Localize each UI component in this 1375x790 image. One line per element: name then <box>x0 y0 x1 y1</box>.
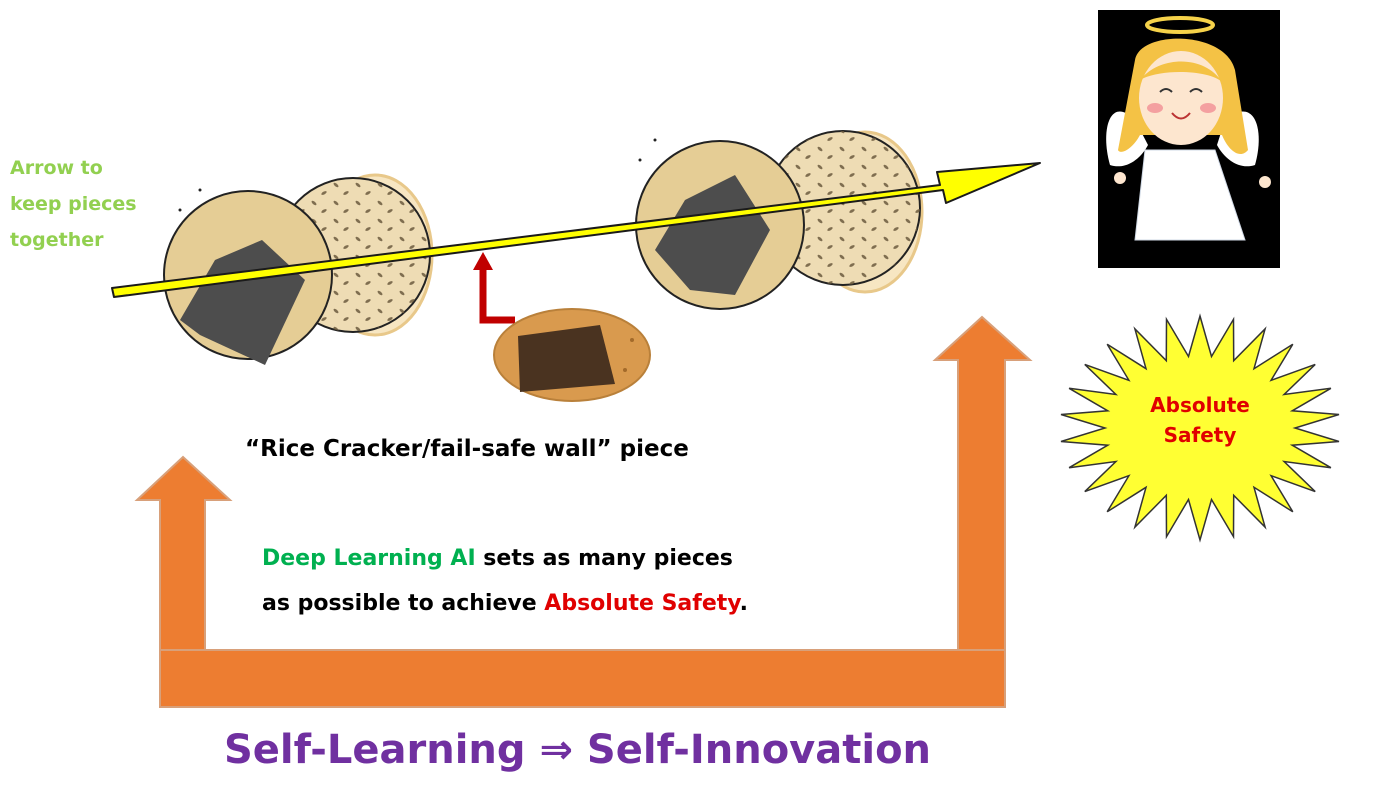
arrow-label-line-2: keep pieces <box>10 193 137 215</box>
bottom-bar <box>159 649 1006 708</box>
burst-label: Absolute Safety <box>1130 390 1270 450</box>
description-line-1-rest: sets as many pieces <box>475 546 733 571</box>
rice-cracker-pair-right <box>635 130 924 310</box>
description-line-1: Deep Learning AI sets as many pieces <box>262 536 748 581</box>
keep-together-arrow <box>111 162 1041 298</box>
insert-piece-arrow <box>473 252 515 324</box>
arrow-label: Arrow to keep pieces together <box>10 150 137 258</box>
description-line-2: as possible to achieve Absolute Safety. <box>262 581 748 626</box>
burst-label-line-2: Safety <box>1163 423 1237 447</box>
description-text: Deep Learning AI sets as many pieces as … <box>262 536 748 626</box>
bottom-title: Self-Learning ⇒ Self-Innovation <box>223 727 932 773</box>
absolute-safety-highlight: Absolute Safety <box>544 591 740 616</box>
arrow-label-line-3: together <box>10 229 104 251</box>
right-up-arrow <box>932 315 1033 651</box>
deep-learning-highlight: Deep Learning AI <box>262 546 476 571</box>
starburst-icon <box>1060 313 1340 543</box>
self-learning-feedback-arrow <box>134 315 1033 708</box>
description-line-2-end: . <box>739 591 748 616</box>
piece-label: “Rice Cracker/fail-safe wall” piece <box>245 436 689 462</box>
left-up-arrow <box>134 455 233 651</box>
angel-icon <box>1098 10 1280 268</box>
description-line-2-start: as possible to achieve <box>262 591 545 616</box>
small-rice-cracker-icon <box>493 308 651 402</box>
nori-icon <box>655 175 770 295</box>
burst-label-line-1: Absolute <box>1150 393 1250 417</box>
arrow-label-line-1: Arrow to <box>10 157 103 179</box>
